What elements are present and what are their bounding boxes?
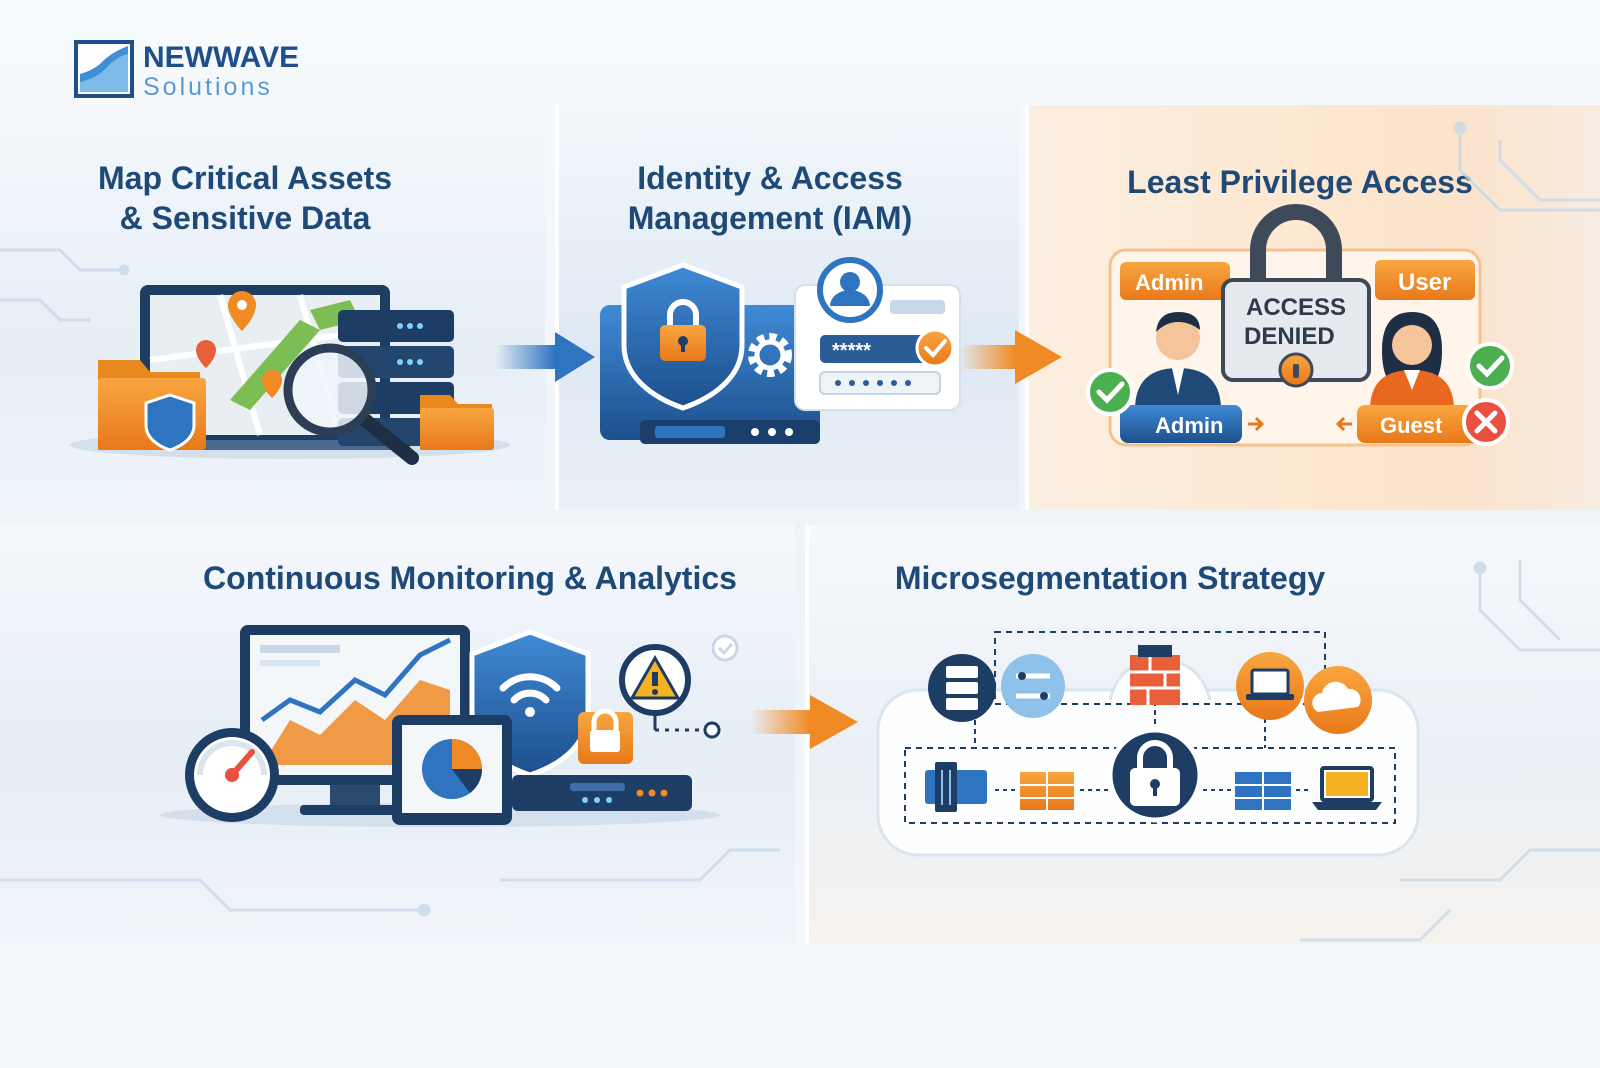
logo-subtitle: Solutions bbox=[143, 73, 273, 101]
logo-brand: NEWWAVE bbox=[143, 41, 300, 74]
panel-title-iam: Identity & Access Management (IAM) bbox=[627, 160, 913, 236]
panel-title-microsegmentation: Microsegmentation Strategy bbox=[894, 560, 1326, 596]
logo-text: NEWWAVE Solutions bbox=[143, 41, 300, 101]
panel-title-least-privilege: Least Privilege Access bbox=[1127, 164, 1473, 200]
panel-title-monitoring: Continuous Monitoring & Analytics bbox=[203, 560, 737, 596]
logo-mark-icon bbox=[74, 40, 134, 98]
panel-title-map-assets: Map Critical Assets & Sensitive Data bbox=[97, 160, 393, 236]
